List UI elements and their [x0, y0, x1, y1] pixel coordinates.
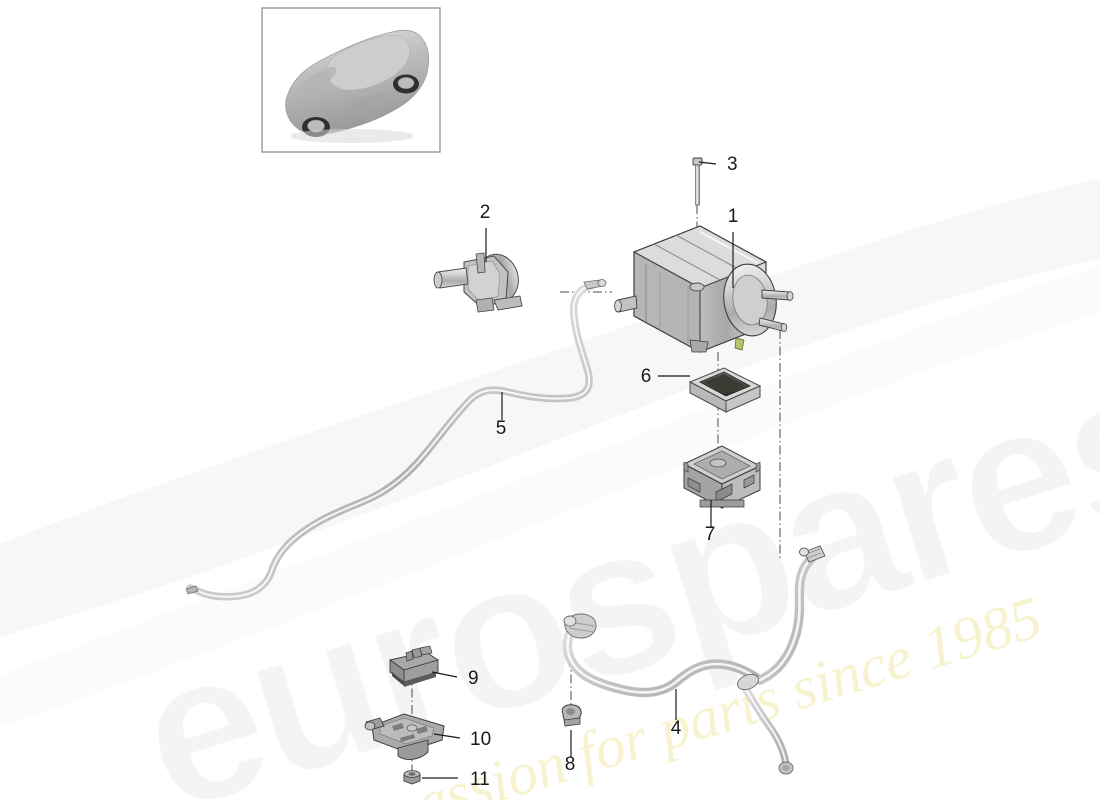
callout-10-label: 10	[470, 729, 491, 750]
callout-7-label: 7	[705, 524, 716, 545]
part-canister-bracket	[682, 445, 762, 509]
part-holder-plate	[364, 713, 445, 760]
background-swoosh-lower	[0, 265, 1100, 728]
callout-3-bolt[interactable]: 3	[698, 154, 738, 175]
callout-6-label: 6	[641, 366, 652, 387]
callout-5-vent-line[interactable]: 5	[496, 392, 507, 439]
callout-layer: 1 2 3 4 5 6 7	[422, 154, 738, 790]
vehicle-thumbnail	[261, 7, 441, 153]
callout-3-label: 3	[727, 154, 738, 175]
part-retaining-clip	[561, 704, 582, 727]
part-purge-valve	[433, 252, 523, 313]
callout-2-label: 2	[480, 202, 491, 223]
callout-4-vapour-line[interactable]: 4	[671, 689, 682, 739]
callout-11-label: 11	[470, 769, 490, 790]
callout-9-clip[interactable]: 9	[431, 668, 479, 689]
part-vent-line-long	[185, 279, 607, 601]
callout-1-carbon-canister[interactable]: 1	[728, 206, 739, 288]
callout-7-mounting-bracket[interactable]: 7	[705, 500, 716, 545]
callout-11-nut[interactable]: 11	[422, 769, 490, 790]
callout-5-label: 5	[496, 418, 507, 439]
callout-8-retaining-clip[interactable]: 8	[565, 730, 576, 775]
part-canister-gasket	[688, 367, 762, 413]
callout-1-label: 1	[728, 206, 739, 227]
callout-10-holder-plate[interactable]: 10	[433, 729, 491, 750]
callout-9-label: 9	[468, 668, 479, 689]
callout-3-leader	[698, 161, 717, 165]
part-hex-nut	[403, 770, 421, 785]
part-line-clip	[388, 645, 440, 687]
background-swoosh-upper	[0, 178, 1100, 637]
part-canister-bolt	[692, 157, 703, 206]
callout-10-leader	[433, 733, 461, 739]
vehicle-illustration	[285, 29, 430, 143]
callout-4-label: 4	[671, 718, 682, 739]
callout-2-purge-valve[interactable]: 2	[480, 202, 491, 262]
callout-6-gasket[interactable]: 6	[641, 366, 690, 387]
callout-9-leader	[431, 671, 458, 678]
part-vapour-line-lower	[562, 545, 826, 775]
callout-8-label: 8	[565, 754, 576, 775]
watermark-layer: eurospares a passion for parts since 198…	[0, 178, 1100, 800]
